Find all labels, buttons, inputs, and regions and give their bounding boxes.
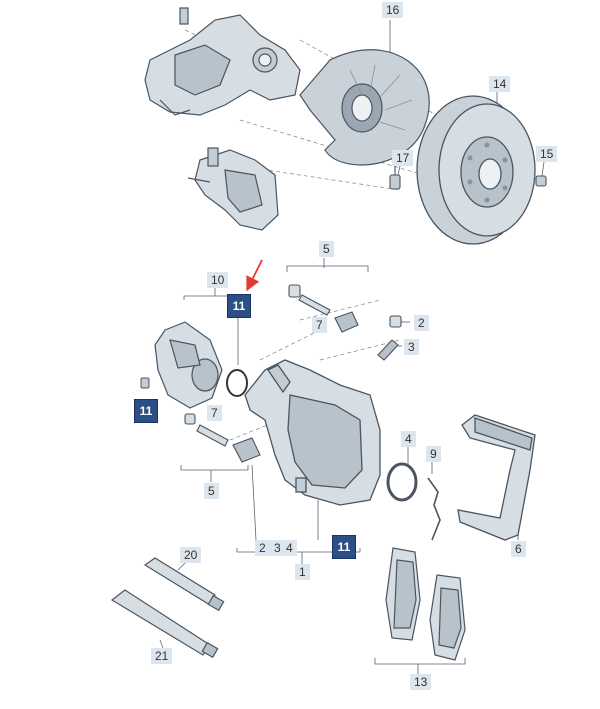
wheel-bearing-housing (144, 7, 301, 116)
label-1: 1 (295, 564, 310, 580)
brake-carrier-bracket-small (187, 147, 279, 231)
label-13: 13 (410, 674, 432, 690)
label-3-bottom: 3 (270, 540, 285, 556)
grease-tube-21 (110, 589, 219, 659)
bolt-15 (535, 175, 547, 187)
label-15: 15 (536, 146, 558, 162)
label-7-top: 7 (312, 317, 327, 333)
label-2-bottom: 2 (255, 540, 270, 556)
bolt-17 (389, 165, 401, 190)
brake-pad-set (385, 547, 466, 661)
label-7-bottom: 7 (207, 405, 222, 421)
label-14: 14 (489, 76, 511, 92)
grease-tube-20 (143, 557, 225, 612)
brake-caliper (244, 359, 381, 506)
guide-pin-set-top (288, 284, 359, 333)
parking-brake-motor (154, 321, 223, 409)
label-3: 3 (404, 339, 419, 355)
label-4-bottom: 4 (282, 540, 297, 556)
label-21: 21 (151, 648, 173, 664)
badge-11-top[interactable]: 11 (227, 294, 251, 318)
label-4: 4 (401, 431, 416, 447)
small-bolt (140, 377, 150, 389)
label-2: 2 (414, 315, 429, 331)
retaining-spring (427, 477, 441, 541)
label-9: 9 (426, 446, 441, 462)
label-5-bottom: 5 (204, 483, 219, 499)
label-16: 16 (382, 2, 404, 18)
badge-11-left[interactable]: 11 (134, 399, 158, 423)
piston-seal-ring (386, 462, 418, 502)
brake-carrier (457, 414, 536, 541)
brake-disc (416, 95, 536, 245)
label-6: 6 (511, 541, 526, 557)
label-17: 17 (392, 150, 414, 166)
bleed-valve (377, 315, 402, 361)
o-ring (226, 369, 248, 397)
label-5-top: 5 (319, 241, 334, 257)
label-10: 10 (207, 272, 229, 288)
guide-pin-set-bottom (184, 413, 261, 463)
splash-shield (299, 49, 430, 166)
label-20: 20 (180, 547, 202, 563)
highlight-arrow (246, 259, 263, 292)
badge-11-bottom[interactable]: 11 (332, 535, 356, 559)
